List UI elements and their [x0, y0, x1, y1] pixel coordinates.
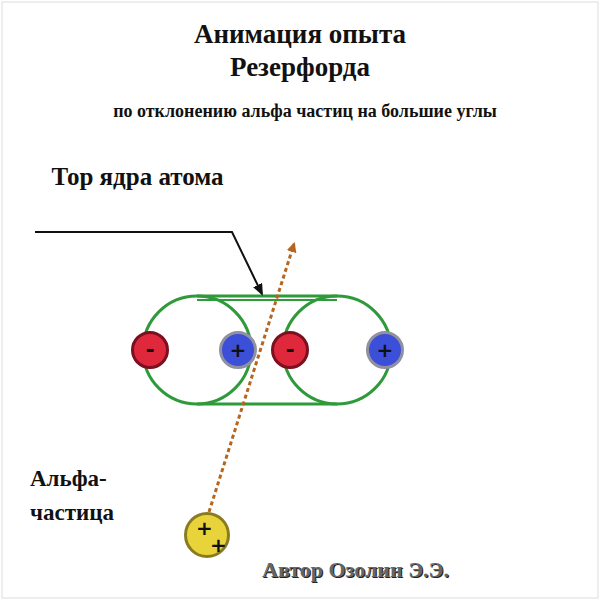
alpha-particle: ++ — [184, 512, 230, 558]
charge-sign: + — [377, 340, 394, 360]
torus-label: Тор ядра атома — [50, 160, 225, 194]
proton-charge: + — [219, 331, 257, 369]
torus-outline — [143, 296, 391, 404]
charge-sign: - — [145, 339, 154, 361]
subtitle: по отклонению альфа частиц на большие уг… — [95, 96, 515, 126]
charge-sign: + — [210, 535, 227, 555]
title: Анимация опыта Резерфорда — [150, 18, 450, 84]
alpha-label: Альфа-частица — [30, 462, 180, 530]
leader-line — [35, 232, 262, 294]
trajectory-arrow — [209, 244, 294, 512]
electron-charge: - — [271, 331, 309, 369]
charge-sign: + — [230, 340, 247, 360]
charge-sign: - — [285, 339, 294, 361]
electron-charge: - — [131, 331, 169, 369]
proton-charge: + — [366, 331, 404, 369]
watermark: Автор Озолин Э.Э. — [262, 556, 592, 584]
